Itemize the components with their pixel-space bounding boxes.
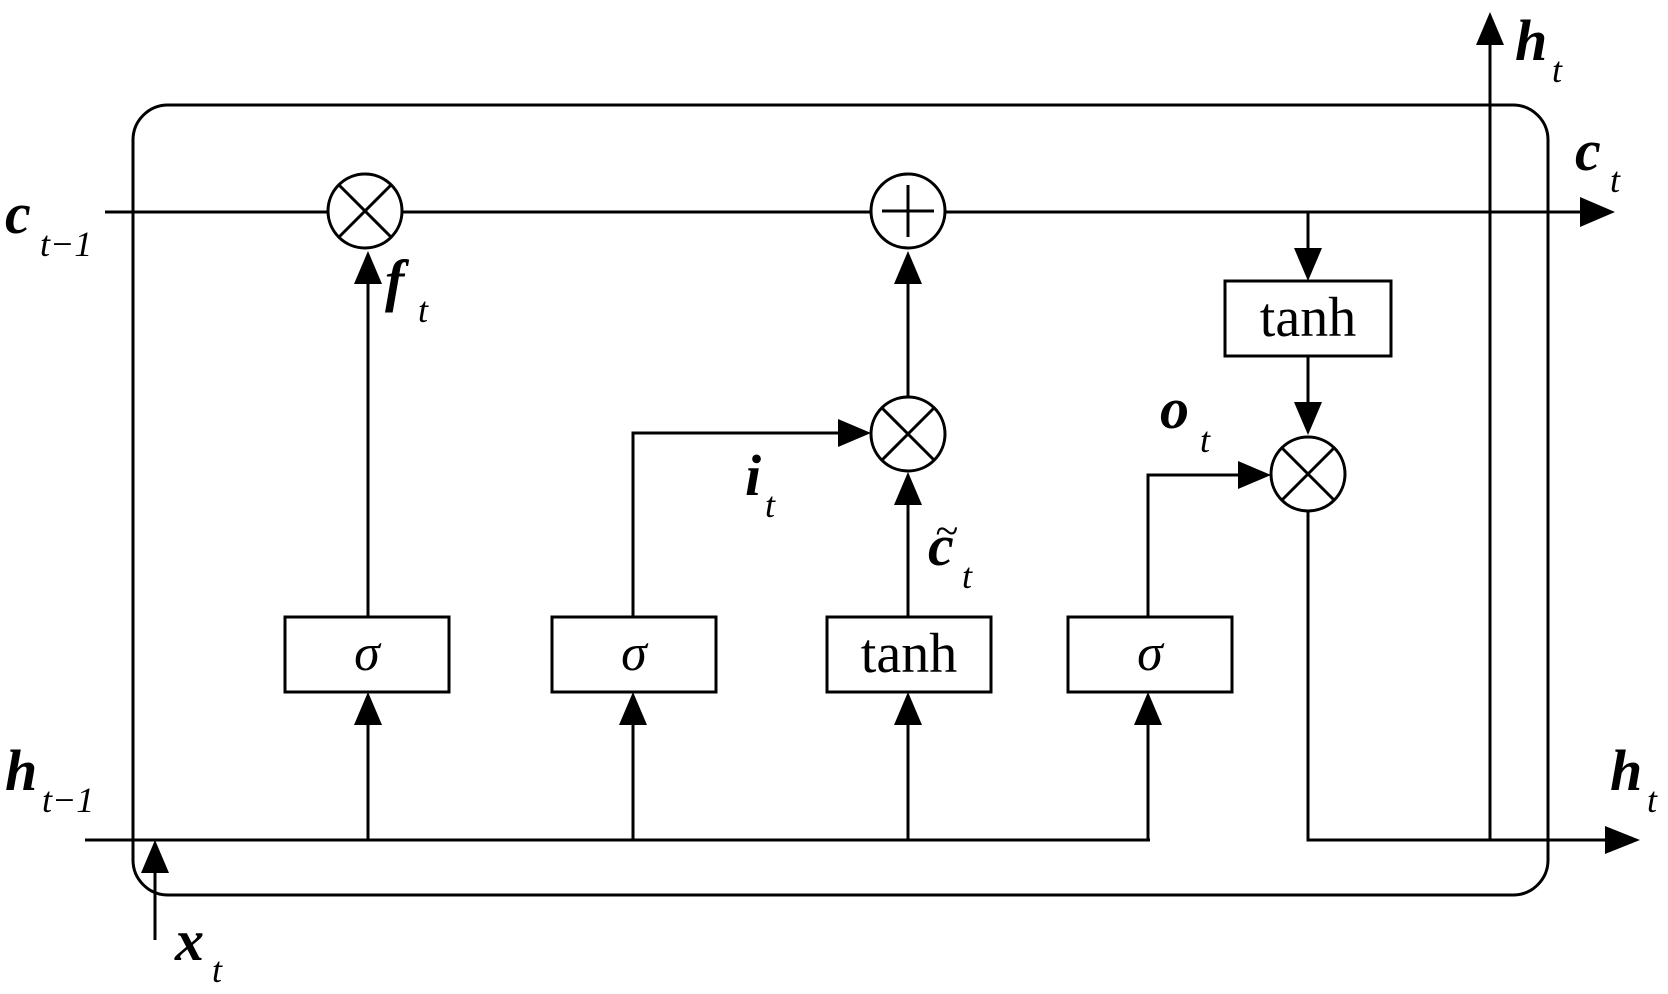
x-input-arrowhead xyxy=(141,840,169,873)
candidate-tanh-box xyxy=(825,615,993,694)
cell-tanh-label: tanh xyxy=(1260,287,1356,349)
output-gate-arrowhead xyxy=(1238,461,1271,489)
forget-input-arrowhead xyxy=(354,692,382,725)
input-sigma-label: σ xyxy=(621,625,649,682)
candidate-label: ~ c t xyxy=(928,509,973,596)
svg-text:f: f xyxy=(385,248,410,313)
input-output-arrowhead xyxy=(838,419,871,447)
c-prev-label: c t−1 xyxy=(5,181,92,264)
input-sigma-box xyxy=(550,615,718,694)
svg-text:t−1: t−1 xyxy=(40,224,92,264)
svg-text:i: i xyxy=(745,443,761,508)
forget-sigma-label: σ xyxy=(354,625,382,682)
svg-text:t: t xyxy=(212,950,223,990)
candidate-output-arrowhead xyxy=(894,472,922,505)
svg-text:t: t xyxy=(418,290,429,330)
svg-text:t: t xyxy=(1610,160,1621,200)
output-multiply-icon xyxy=(1269,435,1347,513)
h-right-label: h t xyxy=(1610,738,1658,820)
forget-gate-label: f t xyxy=(385,248,429,330)
input-output-line xyxy=(631,431,838,617)
svg-text:x: x xyxy=(174,908,204,973)
svg-text:h: h xyxy=(5,738,37,803)
hidden-output-line xyxy=(1306,511,1605,842)
output-sigma-box xyxy=(1066,615,1234,694)
svg-text:h: h xyxy=(1610,738,1642,803)
forget-sigma-box xyxy=(283,615,451,694)
input-multiply-icon xyxy=(869,395,947,473)
c-output-label: c t xyxy=(1575,118,1621,200)
hidden-up-arrowhead xyxy=(1476,12,1504,45)
cell-tanh-input-arrowhead xyxy=(1294,248,1322,281)
input-product-arrowhead xyxy=(894,251,922,284)
forget-output-arrowhead xyxy=(354,251,382,284)
hidden-output-arrowhead xyxy=(1605,826,1640,854)
cell-boundary xyxy=(131,103,1550,897)
svg-text:~: ~ xyxy=(935,509,958,555)
candidate-tanh-label: tanh xyxy=(861,623,957,685)
svg-text:o: o xyxy=(1160,376,1189,441)
svg-text:t: t xyxy=(1647,780,1658,820)
output-input-arrowhead xyxy=(1134,692,1162,725)
input-input-arrowhead xyxy=(619,692,647,725)
svg-text:t−1: t−1 xyxy=(42,780,94,820)
cell-state-arrowhead xyxy=(1580,197,1615,227)
svg-text:h: h xyxy=(1515,8,1547,73)
add-icon xyxy=(869,172,947,250)
output-gate-label: o t xyxy=(1160,376,1211,460)
input-gate-label: i t xyxy=(745,443,776,525)
h-prev-label: h t−1 xyxy=(5,738,94,820)
forget-multiply-icon xyxy=(326,172,404,250)
svg-text:t: t xyxy=(962,556,973,596)
svg-text:t: t xyxy=(1200,420,1211,460)
output-gate-line xyxy=(1146,473,1238,617)
svg-text:t: t xyxy=(1552,50,1563,90)
output-sigma-label: σ xyxy=(1137,625,1165,682)
svg-text:c: c xyxy=(928,513,954,578)
cell-tanh-box xyxy=(1223,279,1393,358)
cell-tanh-output-arrowhead xyxy=(1294,402,1322,435)
x-input-label: x t xyxy=(174,908,223,990)
svg-text:t: t xyxy=(765,485,776,525)
candidate-input-arrowhead xyxy=(894,692,922,725)
h-top-label: h t xyxy=(1515,8,1563,90)
svg-text:c: c xyxy=(1575,118,1601,183)
svg-text:c: c xyxy=(5,181,31,246)
